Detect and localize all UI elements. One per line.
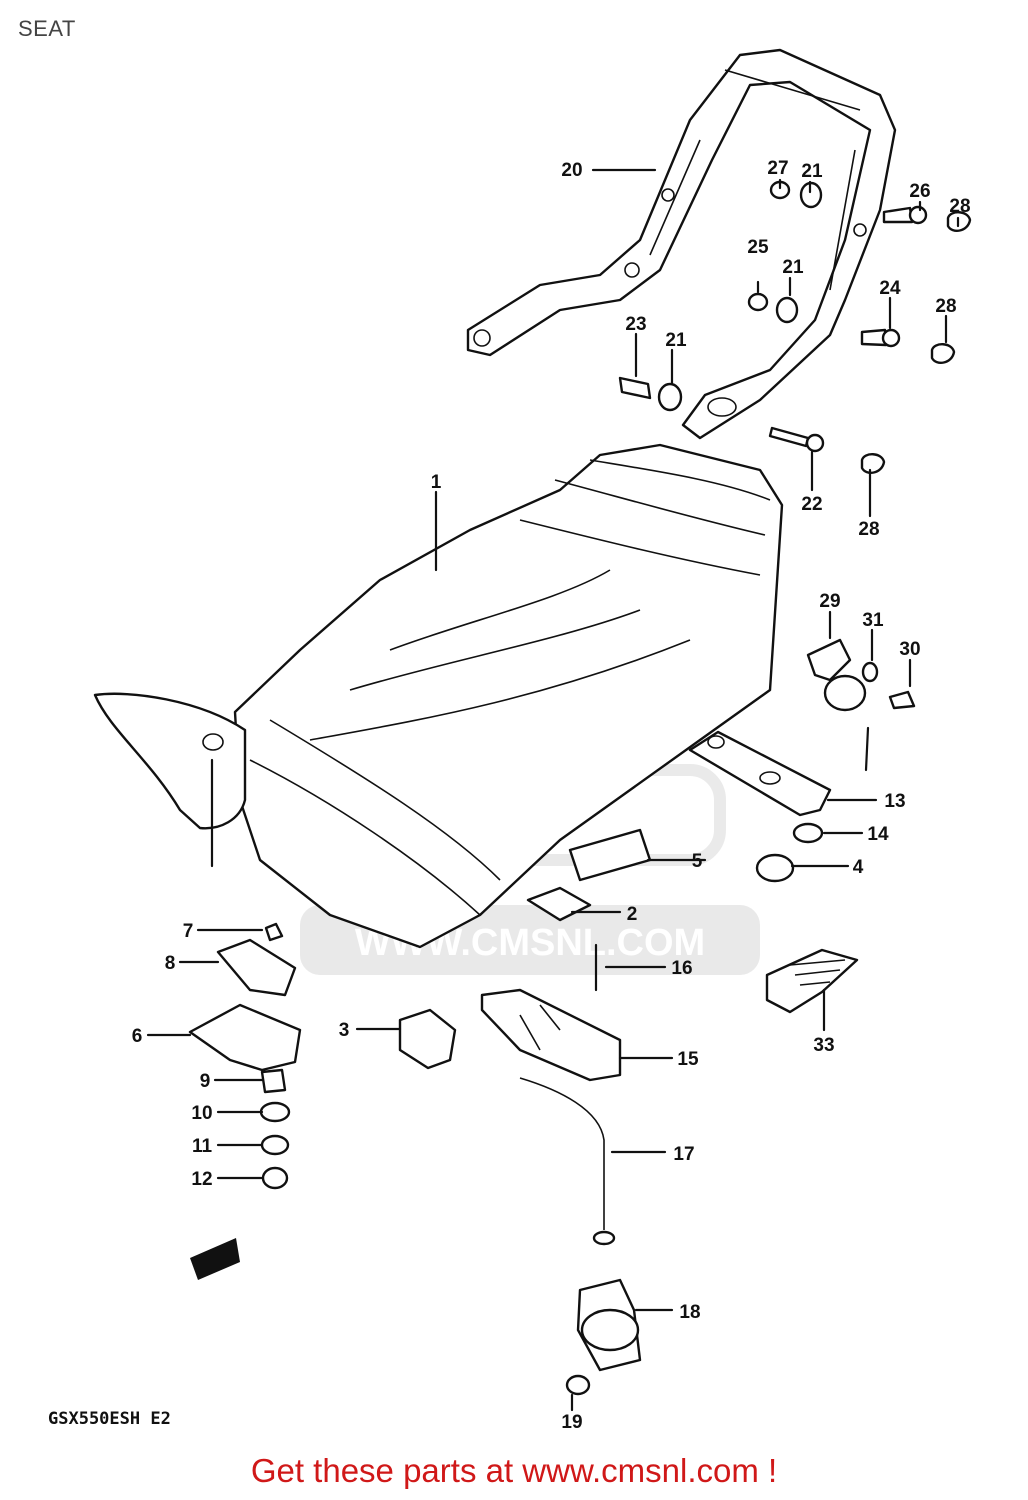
callout-labels: 1 2 3 4 5 6 7 8 9 10 11 12 13 14 15 16 1… bbox=[132, 158, 971, 1433]
callout-label: 30 bbox=[899, 639, 920, 660]
callout-label: 17 bbox=[673, 1144, 694, 1165]
callout-label: 27 bbox=[767, 158, 788, 179]
callout-label: 22 bbox=[801, 494, 822, 515]
callout-label: 28 bbox=[949, 196, 970, 217]
seat-part bbox=[93, 443, 784, 949]
callout-label: 28 bbox=[935, 296, 956, 317]
callout-label: 1 bbox=[431, 472, 442, 493]
callout-label: 5 bbox=[692, 851, 703, 872]
promo-footer-link[interactable]: Get these parts at www.cmsnl.com ! bbox=[250, 1452, 778, 1489]
small-parts bbox=[188, 180, 972, 1396]
callout-label: 26 bbox=[909, 181, 930, 202]
callout-label: 12 bbox=[191, 1169, 212, 1190]
callout-label: 14 bbox=[867, 824, 889, 845]
callout-label: 10 bbox=[191, 1103, 212, 1124]
leader-lines bbox=[146, 168, 960, 1412]
callout-label: 8 bbox=[165, 953, 176, 974]
bracket-part bbox=[688, 730, 832, 817]
model-code: GSX550ESH E2 bbox=[48, 1409, 171, 1429]
callout-label: 21 bbox=[801, 161, 823, 182]
callout-label: 23 bbox=[625, 314, 646, 335]
callout-label: 18 bbox=[679, 1302, 700, 1323]
callout-label: 16 bbox=[671, 958, 692, 979]
callout-label: 31 bbox=[862, 610, 884, 631]
callout-label: 15 bbox=[677, 1049, 699, 1070]
callout-label: 21 bbox=[782, 257, 804, 278]
callout-label: 24 bbox=[879, 278, 901, 299]
callout-label: 13 bbox=[884, 791, 905, 812]
seat-parts-diagram: WWW.CMSNL.COM bbox=[48, 48, 972, 1433]
callout-label: 6 bbox=[132, 1026, 143, 1047]
callout-label: 11 bbox=[192, 1136, 213, 1157]
callout-label: 4 bbox=[853, 857, 864, 878]
callout-label: 20 bbox=[561, 160, 582, 181]
callout-label: 7 bbox=[183, 921, 194, 942]
callout-label: 21 bbox=[665, 330, 687, 351]
page-title: SEAT bbox=[18, 16, 76, 41]
callout-label: 29 bbox=[819, 591, 840, 612]
callout-label: 33 bbox=[813, 1035, 834, 1056]
callout-label: 28 bbox=[858, 519, 879, 540]
callout-label: 2 bbox=[627, 904, 638, 925]
callout-label: 9 bbox=[200, 1071, 211, 1092]
callout-label: 3 bbox=[339, 1020, 350, 1041]
grab-rail-part bbox=[466, 48, 897, 440]
callout-label: 25 bbox=[747, 237, 769, 258]
callout-label: 19 bbox=[561, 1412, 582, 1433]
